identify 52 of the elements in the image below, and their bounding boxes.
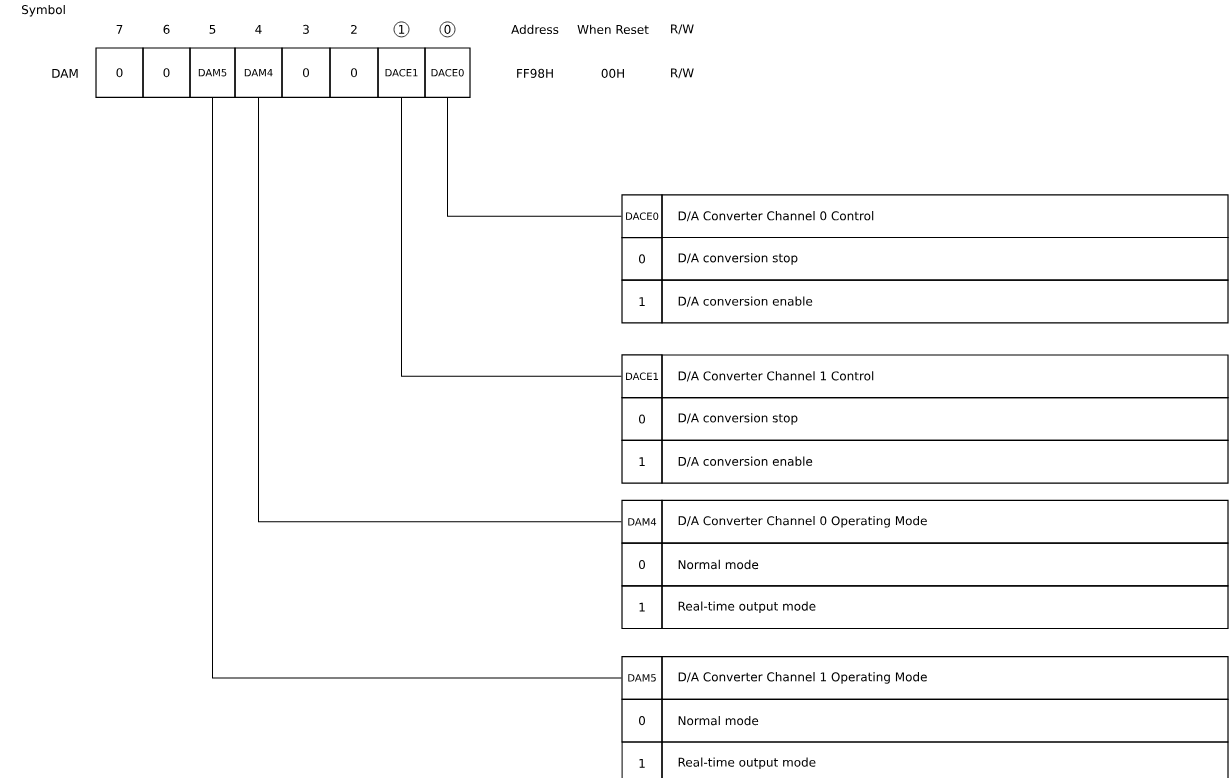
table-cell: 1	[621, 279, 663, 324]
table-cell: 0	[621, 542, 663, 587]
register-name: DAM	[52, 69, 78, 78]
table-cell: 0	[621, 698, 663, 743]
table-cell: D/A Converter Channel 1 Control	[661, 354, 1229, 399]
access-value: R/W	[671, 68, 694, 79]
table-cell: D/A Converter Channel 0 Operating Mode	[661, 499, 1229, 544]
table-cell: 0	[621, 236, 663, 281]
table-cell: D/A conversion stop	[661, 236, 1229, 281]
bit-number: 5	[209, 24, 216, 34]
symbol-cell: DACE0	[621, 194, 663, 239]
table-cell: D/A conversion enable	[661, 279, 1229, 324]
address-value: FF98H	[517, 68, 553, 78]
table-cell: D/A Converter Channel 1 Operating Mode	[661, 656, 1229, 700]
register-bit-cell: DAM4	[234, 47, 283, 98]
register-bit-cell: DACE0	[424, 47, 471, 98]
table-cell: Normal mode	[661, 698, 1229, 743]
column-header: When Reset	[577, 24, 649, 35]
column-header: R/W	[671, 24, 694, 35]
register-bit-cell: 0	[329, 47, 379, 98]
connector-line	[258, 97, 622, 523]
column-header: Address	[511, 24, 559, 35]
bit-number: 3	[303, 24, 309, 34]
register-bit-cell: 0	[95, 47, 144, 98]
register-bit-cell: DACE1	[377, 47, 426, 98]
bit-number: 6	[163, 24, 170, 34]
table-cell: 1	[621, 585, 663, 630]
circled-bit-number: 1	[393, 21, 410, 38]
symbol-cell: DACE1	[621, 354, 663, 399]
bit-number: 7	[116, 25, 123, 34]
reset-value: 00H	[601, 68, 624, 78]
register-bit-cell: DAM5	[189, 47, 236, 98]
bit-number: 2	[351, 24, 357, 34]
table-cell: Normal mode	[661, 542, 1229, 587]
table-cell: D/A Converter Channel 0 Control	[661, 194, 1229, 239]
table-cell: 0	[621, 397, 663, 441]
column-header: Symbol	[22, 4, 65, 17]
circled-bit-number: 0	[439, 21, 456, 38]
symbol-cell: DAM5	[621, 655, 663, 700]
table-cell: 1	[621, 439, 663, 484]
table-cell: Real-time output mode	[661, 585, 1229, 630]
connector-line	[212, 97, 622, 679]
table-cell: D/A conversion enable	[661, 439, 1229, 484]
connector-line	[401, 97, 622, 377]
table-cell: 1	[621, 741, 663, 778]
register-bit-cell: 0	[142, 47, 191, 98]
table-cell: D/A conversion stop	[661, 397, 1229, 441]
register-bit-cell: 0	[281, 47, 331, 98]
table-cell: Real-time output mode	[661, 741, 1229, 778]
connector-line	[447, 97, 622, 217]
symbol-cell: DAM4	[621, 499, 663, 544]
bit-number: 4	[255, 25, 262, 34]
